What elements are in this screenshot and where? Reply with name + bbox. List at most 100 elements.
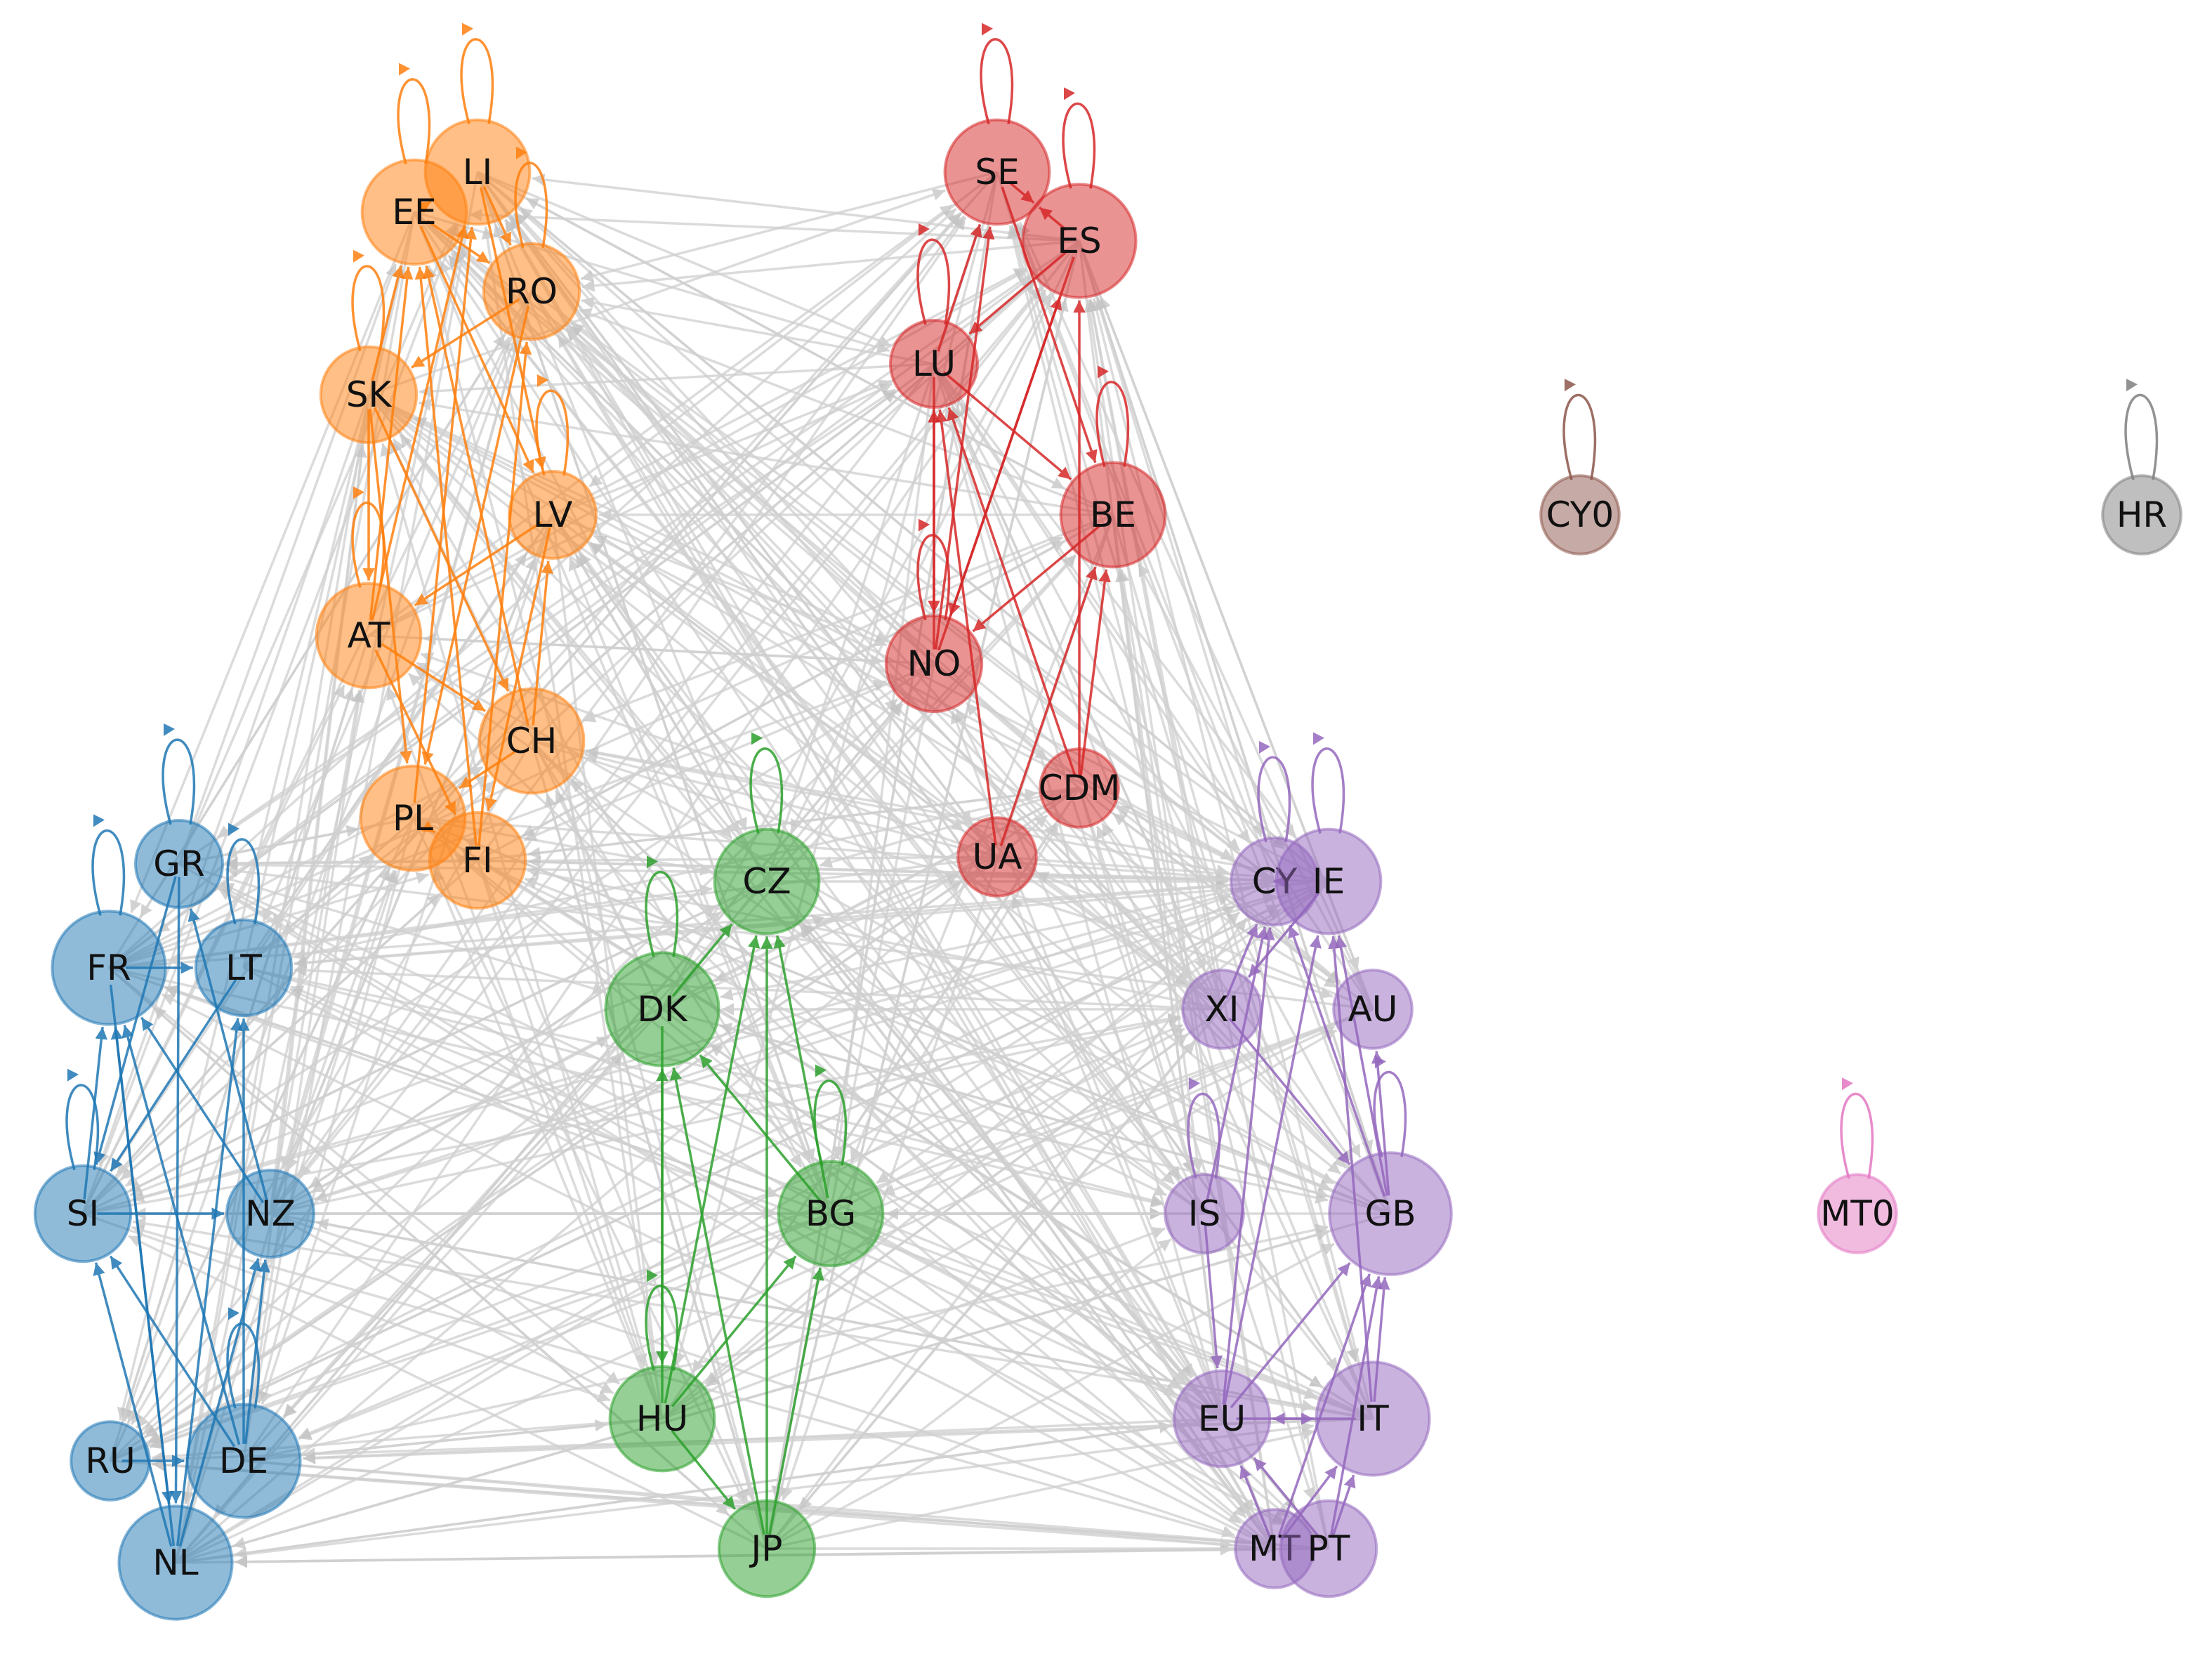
node-DK[interactable]: DK xyxy=(604,951,720,1068)
self-loop-arrow-BG xyxy=(815,1064,827,1077)
self-loop-arrow-ES xyxy=(1064,87,1075,100)
node-circle-NZ xyxy=(225,1169,315,1259)
node-circle-RU xyxy=(70,1420,151,1502)
node-circle-IS xyxy=(1164,1173,1245,1254)
node-circle-LU xyxy=(889,319,979,409)
node-GB[interactable]: GB xyxy=(1328,1151,1453,1276)
node-label-AU: AU xyxy=(1348,989,1398,1030)
edge-EE-LV xyxy=(419,225,535,473)
node-label-IS: IS xyxy=(1188,1193,1220,1234)
node-LU[interactable]: LU xyxy=(889,319,979,409)
node-circle-FR xyxy=(51,910,167,1026)
edge-EU-DK xyxy=(709,1043,1223,1420)
self-loop-arrow-CY0 xyxy=(1565,379,1576,392)
edge-CH-EE xyxy=(423,265,529,726)
node-HU[interactable]: HU xyxy=(608,1365,716,1473)
edge-NZ-CY xyxy=(270,893,1231,1215)
edge-JP-IS xyxy=(765,1238,1172,1550)
node-MT0[interactable]: MT0 xyxy=(1817,1173,1898,1254)
edge-NO-SI xyxy=(124,662,935,1188)
edge-AU-GR xyxy=(225,865,1374,1011)
node-label-NO: NO xyxy=(907,643,961,684)
edge-SK-SI xyxy=(98,394,370,1167)
node-CDM[interactable]: CDM xyxy=(1039,747,1121,829)
self-loop-arrow-BE xyxy=(1098,365,1109,379)
self-loop-SI xyxy=(65,1084,100,1171)
node-SE[interactable]: SE xyxy=(943,118,1051,226)
node-PT[interactable]: PT xyxy=(1279,1499,1378,1599)
node-BE[interactable]: BE xyxy=(1059,461,1167,569)
node-IS[interactable]: IS xyxy=(1164,1173,1245,1254)
node-UA[interactable]: UA xyxy=(956,816,1038,898)
edge-NZ-AT xyxy=(269,689,364,1214)
edge-SI-HU xyxy=(82,1212,611,1403)
node-NL[interactable]: NL xyxy=(117,1504,234,1621)
edge-IE-CH xyxy=(585,747,1329,883)
self-loop-DK xyxy=(645,871,679,957)
node-DE[interactable]: DE xyxy=(185,1403,302,1519)
node-GR[interactable]: GR xyxy=(134,819,224,909)
node-NO[interactable]: NO xyxy=(884,614,984,714)
edge-NO-LI xyxy=(514,211,935,665)
node-CZ[interactable]: CZ xyxy=(713,827,821,936)
edge-NL-CDM xyxy=(174,814,1048,1564)
node-AU[interactable]: AU xyxy=(1332,969,1414,1050)
edge-GB-CY xyxy=(1288,924,1386,1197)
edge-XI-LU xyxy=(952,405,1223,1010)
node-circle-IE xyxy=(1275,827,1383,936)
self-loop-arrow-IE xyxy=(1313,732,1324,745)
self-loop-arrow-IS xyxy=(1189,1077,1200,1091)
node-label-GB: GB xyxy=(1364,1193,1416,1234)
edge-CDM-LU xyxy=(947,407,1077,777)
edge-SK-SE xyxy=(368,188,946,396)
edge-LT-SI xyxy=(110,979,237,1172)
node-XI[interactable]: XI xyxy=(1181,969,1263,1050)
self-loop-arrow-SE xyxy=(982,22,993,36)
self-loop-arrow-SI xyxy=(67,1068,79,1082)
edge-EU-BE xyxy=(1114,569,1223,1419)
node-ES[interactable]: ES xyxy=(1021,183,1138,299)
node-RO[interactable]: RO xyxy=(482,242,581,341)
node-label-LI: LI xyxy=(463,152,493,192)
edge-UA-GR xyxy=(225,855,998,870)
self-loop-AT xyxy=(351,501,386,589)
node-LV[interactable]: LV xyxy=(508,470,598,560)
node-label-MT0: MT0 xyxy=(1820,1193,1895,1234)
node-LT[interactable]: LT xyxy=(194,918,294,1018)
node-FI[interactable]: FI xyxy=(428,810,527,910)
edge-BE-SK xyxy=(418,398,1114,516)
node-label-XI: XI xyxy=(1205,989,1239,1030)
node-EE[interactable]: EE xyxy=(360,158,468,266)
node-JP[interactable]: JP xyxy=(717,1499,817,1599)
node-SK[interactable]: SK xyxy=(319,345,419,445)
node-CY0[interactable]: CY0 xyxy=(1539,474,1621,556)
node-IT[interactable]: IT xyxy=(1315,1360,1431,1477)
node-RU[interactable]: RU xyxy=(70,1420,151,1502)
node-label-PL: PL xyxy=(393,798,433,839)
node-SI[interactable]: SI xyxy=(33,1164,133,1264)
edge-HU-AU xyxy=(661,1029,1338,1420)
node-HR[interactable]: HR xyxy=(2101,474,2183,556)
edge-GR-LI xyxy=(178,222,457,865)
node-NZ[interactable]: NZ xyxy=(225,1169,315,1259)
node-circle-CH xyxy=(478,687,586,795)
node-IE[interactable]: IE xyxy=(1275,827,1383,936)
node-EU[interactable]: EU xyxy=(1172,1369,1272,1469)
node-AT[interactable]: AT xyxy=(315,582,423,690)
edge-CY-RO xyxy=(570,322,1276,883)
node-circle-BG xyxy=(777,1160,885,1268)
edge-XI-FI xyxy=(527,867,1223,1011)
self-loop-GR xyxy=(162,738,196,825)
node-circle-IT xyxy=(1315,1360,1431,1477)
edge-DE-FR xyxy=(121,1025,241,1445)
edge-FR-NL xyxy=(109,984,174,1504)
self-loop-SK xyxy=(351,265,386,352)
node-BG[interactable]: BG xyxy=(777,1160,885,1268)
edge-FI-EE xyxy=(414,266,478,846)
node-circle-SK xyxy=(319,345,419,445)
node-CH[interactable]: CH xyxy=(478,687,586,795)
node-FR[interactable]: FR xyxy=(51,910,167,1026)
node-circle-EE xyxy=(360,158,468,266)
self-loop-DE xyxy=(226,1322,261,1409)
edge-LT-LV xyxy=(242,552,528,969)
